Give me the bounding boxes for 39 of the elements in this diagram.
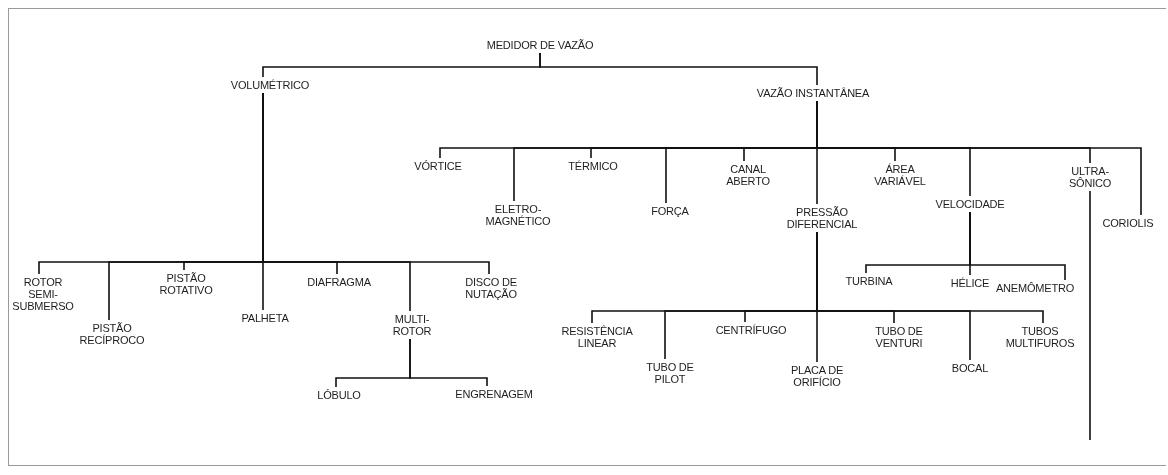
connector-line	[539, 52, 818, 86]
category-label: LÓBULO	[317, 389, 361, 401]
category-label: PISTÃO RECÍPROCO	[76, 322, 148, 346]
category-label: CENTRÍFUGO	[715, 324, 787, 336]
connector-line	[969, 211, 1066, 281]
category-label: MEDIDOR DE VAZÃO	[486, 39, 594, 51]
category-label: ANEMÔMETRO	[995, 282, 1075, 294]
category-label: BOCAL	[951, 362, 989, 374]
category-label: VOLUMÉTRICO	[230, 79, 310, 91]
connector-line	[1089, 190, 1091, 441]
category-label: PALHETA	[241, 312, 289, 324]
category-label: ÁREA VARIÁVEL	[869, 163, 931, 187]
category-label: ULTRA- SÔNICO	[1064, 165, 1116, 189]
category-label: PLACA DE ORIFÍCIO	[785, 364, 849, 388]
connector-line	[262, 92, 490, 275]
connector-line	[409, 338, 488, 387]
category-label: DIAFRAGMA	[307, 276, 371, 288]
category-label: FORÇA	[651, 205, 689, 217]
category-label: TUBO DE PILOT	[645, 361, 695, 385]
category-label: ENGRENAGEM	[455, 388, 533, 400]
category-label: ELETRO- MAGNÉTICO	[482, 203, 554, 227]
connector-line	[816, 231, 1044, 324]
category-label: TÉRMICO	[568, 160, 618, 172]
category-label: RESISTÊNCIA LINEAR	[555, 325, 639, 349]
category-label: TUBOS MULTIFUROS	[998, 325, 1082, 349]
category-label: ROTOR SEMI- SUBMERSO	[12, 276, 74, 312]
category-label: VELOCIDADE	[935, 198, 1005, 210]
category-label: CORIOLIS	[1102, 217, 1154, 229]
category-label: DISCO DE NUTAÇÃO	[458, 276, 524, 300]
category-label: TUBO DE VENTURI	[869, 325, 929, 349]
connector-line	[816, 100, 1142, 216]
category-label: VAZÃO INSTANTÂNEA	[756, 87, 870, 99]
category-label: TURBINA	[845, 275, 893, 287]
category-label: PISTÃO ROTATIVO	[155, 272, 217, 296]
category-label: PRESSÃO DIFERENCIAL	[781, 206, 863, 230]
category-label: HÉLICE	[950, 277, 990, 289]
category-label: MULTI- ROTOR	[392, 313, 432, 337]
category-label: CANAL ABERTO	[725, 163, 771, 187]
category-label: VÓRTICE	[414, 160, 462, 172]
